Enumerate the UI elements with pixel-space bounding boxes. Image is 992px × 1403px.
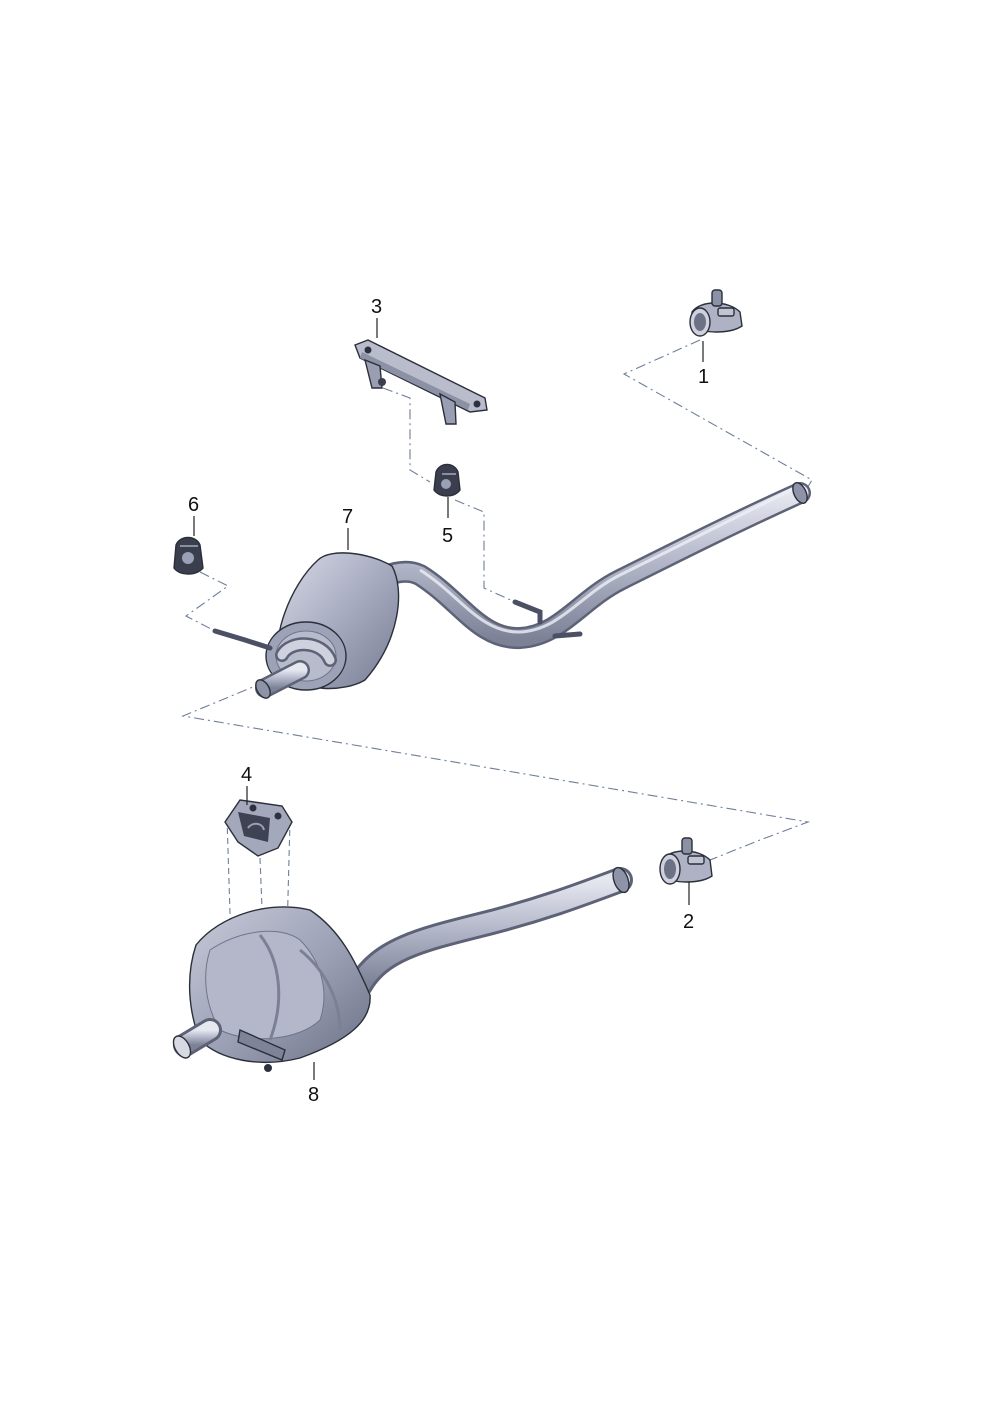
callout-1: 1 xyxy=(698,366,709,388)
callout-leaders xyxy=(193,318,704,1080)
pipe-clamp-lower xyxy=(659,837,713,885)
callout-4: 4 xyxy=(241,764,252,786)
rear-silencer-bracket xyxy=(224,799,293,857)
callout-labels: 1 2 3 4 5 6 7 8 xyxy=(188,296,709,1106)
callout-8: 8 xyxy=(308,1084,319,1106)
center-silencer-assembly xyxy=(212,482,811,699)
callout-6: 6 xyxy=(188,494,199,516)
callout-7: 7 xyxy=(342,506,353,528)
callout-5: 5 xyxy=(442,525,453,547)
mounting-bracket xyxy=(354,339,488,425)
rear-silencer-assembly xyxy=(172,866,633,1072)
callout-3: 3 xyxy=(371,296,382,318)
callout-2: 2 xyxy=(683,911,694,933)
rubber-mount-center xyxy=(433,463,461,497)
pipe-clamp-upper xyxy=(689,289,743,337)
rubber-mount-rear xyxy=(173,536,204,575)
center-silencer-can xyxy=(265,552,400,691)
